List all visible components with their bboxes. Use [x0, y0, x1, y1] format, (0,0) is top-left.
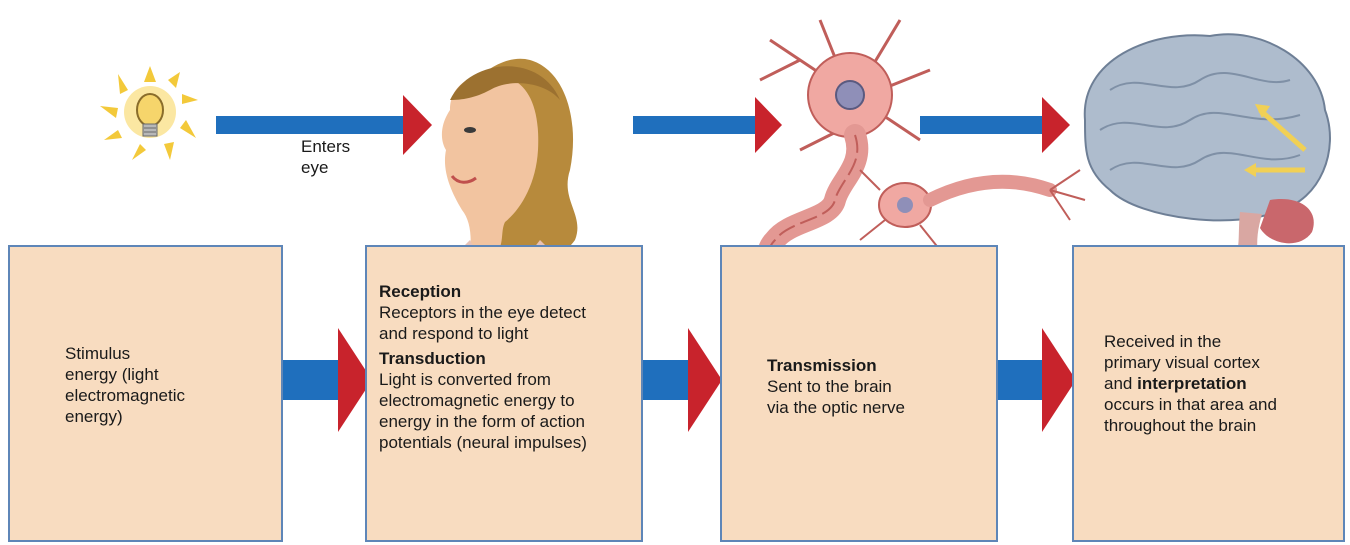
transmission-section: Transmission Sent to the brain via the o… [767, 355, 905, 418]
bottom-arrow-3 [996, 328, 1076, 432]
light-bulb-icon [100, 66, 198, 160]
interpretation-keyword: interpretation [1137, 374, 1247, 393]
transmission-box: Transmission Sent to the brain via the o… [720, 245, 998, 542]
enters-label-line: Enters [301, 136, 381, 157]
brain-illustration [1085, 34, 1330, 255]
stimulus-text: Stimulus energy (light electromagnetic e… [65, 343, 185, 427]
interpretation-box: Received in the primary visual cortex an… [1072, 245, 1345, 542]
top-arrow-2 [633, 97, 782, 153]
top-arrow-3 [920, 97, 1070, 153]
reception-heading: Reception [379, 281, 586, 302]
transduction-section: Transduction Light is converted from ele… [379, 348, 587, 453]
transduction-heading: Transduction [379, 348, 587, 369]
bottom-arrow-1 [282, 328, 372, 432]
stimulus-box: Stimulus energy (light electromagnetic e… [8, 245, 283, 542]
interpretation-section: Received in the primary visual cortex an… [1104, 331, 1277, 436]
bottom-arrow-2 [642, 328, 722, 432]
reception-section: Reception Receptors in the eye detect an… [379, 281, 586, 344]
enters-eye-label: Enters eye [301, 136, 381, 178]
eye-label-line: eye [301, 157, 381, 178]
transmission-heading: Transmission [767, 355, 905, 376]
reception-transduction-box: Reception Receptors in the eye detect an… [365, 245, 643, 542]
